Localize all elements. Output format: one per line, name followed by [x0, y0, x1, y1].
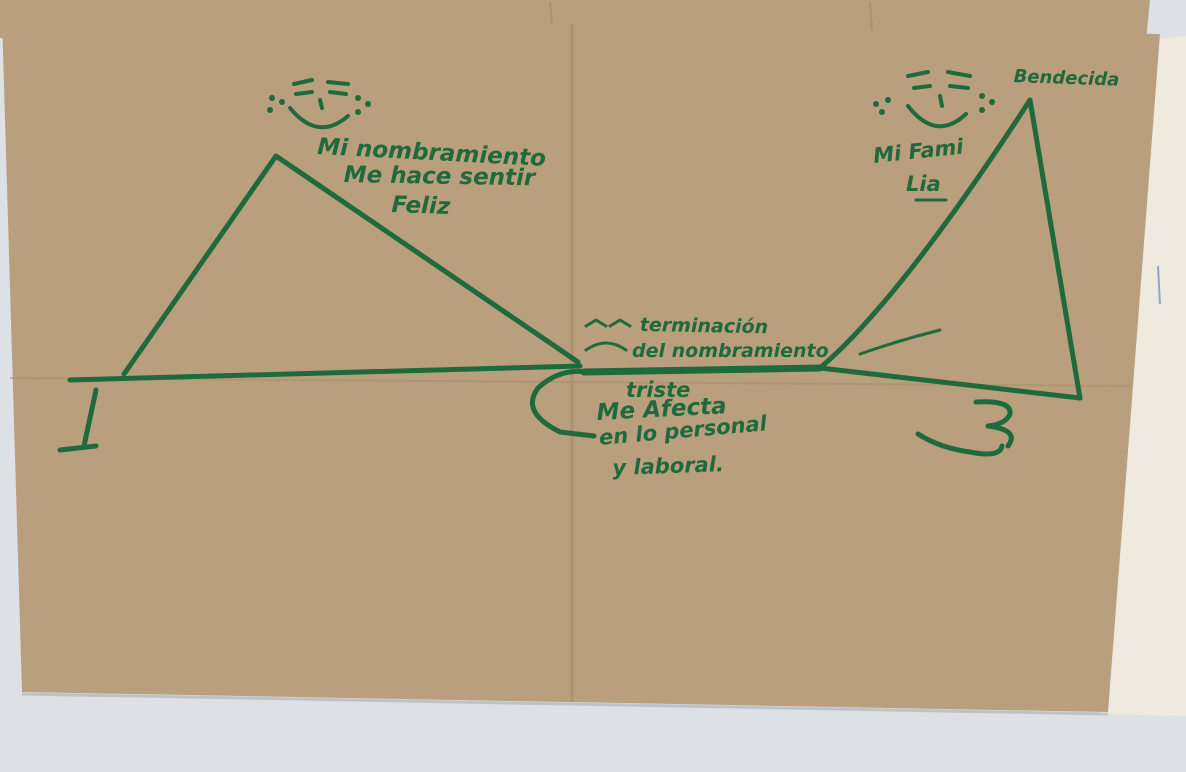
left-smiley-brow-left	[292, 78, 314, 86]
valley-below-text-line-1: triste	[626, 378, 691, 402]
cheek-dot	[989, 99, 995, 105]
peak-left-triangle	[121, 153, 581, 377]
valley-sad-faces	[584, 318, 632, 352]
left-smiley-eye-right	[328, 90, 348, 96]
cheek-dot	[269, 95, 275, 101]
valley-text-line-2: del nombramiento	[632, 340, 829, 362]
peak-right-triangle	[817, 97, 1083, 401]
right-smiley-brow-left	[906, 70, 930, 78]
valley-hook	[529, 368, 597, 439]
valley-scribble	[858, 328, 942, 356]
peak-right-title: Bendecida	[1013, 66, 1120, 91]
left-smiley-eye-left	[294, 90, 314, 96]
paper-bottom-shadow	[21, 692, 1109, 716]
cheek-dot	[365, 101, 371, 107]
marker-drawing	[57, 70, 1083, 457]
right-smiley-face	[906, 70, 972, 129]
timeline-baseline-left	[67, 363, 583, 383]
peak-left-text-line-2: Me hace sentir	[343, 162, 536, 192]
valley-sad-face-bottom	[584, 341, 628, 352]
right-smiley-mouth	[906, 104, 968, 129]
paper-crease-top-2	[869, 1, 873, 31]
cheek-dot	[873, 101, 879, 107]
cheek-dot	[979, 93, 985, 99]
adjacent-sheet	[1100, 36, 1186, 716]
timeline-baseline-right	[817, 365, 1083, 401]
adjacent-sheet-mark	[1157, 265, 1161, 305]
number-1-stroke	[57, 387, 99, 453]
valley-sad-face-top	[584, 318, 632, 328]
cheek-dot	[355, 109, 361, 115]
left-smiley-nose	[318, 98, 324, 110]
valley-line	[580, 364, 824, 376]
number-3-hook	[915, 431, 1005, 457]
valley-below-text-line-4: y laboral.	[612, 452, 725, 480]
right-smiley-eye-left	[912, 84, 932, 90]
paper-crease-top	[549, 1, 553, 25]
peak-left-text-line-3: Feliz	[391, 192, 451, 221]
right-smiley-eye-right	[948, 84, 970, 90]
cheek-dot	[879, 109, 885, 115]
right-smiley-nose	[938, 94, 944, 108]
smiley-cheek-dots	[267, 93, 995, 115]
cheek-dot	[979, 107, 985, 113]
right-smiley-brow-right	[946, 70, 972, 78]
number-3-stroke	[973, 399, 1014, 449]
left-smiley-face	[288, 78, 350, 130]
cheek-dot	[279, 99, 285, 105]
left-smiley-brow-right	[326, 80, 350, 86]
cheek-dot	[267, 107, 273, 113]
peak-right-text-line-2: Lia	[906, 172, 941, 196]
cheek-dot	[885, 97, 891, 103]
valley-text-line-1: terminación	[639, 314, 769, 339]
cheek-dot	[355, 95, 361, 101]
left-smiley-mouth	[288, 106, 350, 130]
